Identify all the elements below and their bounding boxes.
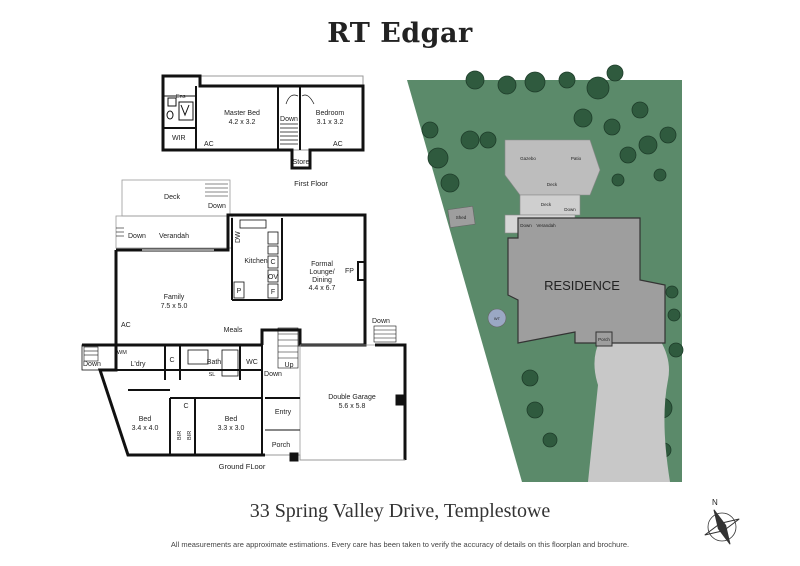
ground-floor-title: Ground FLoor (219, 462, 266, 471)
site-label-deck-2: Deck (541, 202, 552, 207)
label-c-ldry: C (169, 357, 174, 364)
ground-floor-plan (81, 179, 407, 462)
label-f: F (271, 289, 275, 296)
room-label-entry: Entry (275, 409, 292, 416)
stair-label-garage-down: Down (372, 318, 390, 325)
stair-label-down-first: Down (280, 116, 298, 123)
stair-label-up: Up (285, 362, 294, 369)
room-label-porch: Porch (272, 442, 290, 449)
room-size-master-bed: 4.2 x 3.2 (229, 119, 256, 126)
stair-label-ldry-down: Down (83, 361, 101, 368)
room-label-bath: Bath (207, 359, 222, 366)
room-label-double-garage: Double Garage (328, 394, 376, 401)
room-size-family: 7.5 x 5.0 (161, 303, 188, 310)
label-ac-first-1: AC (204, 141, 214, 148)
compass-rose (704, 509, 740, 545)
stair-label-verandah-down: Down (128, 233, 146, 240)
site-label-down-1: Down (564, 207, 576, 212)
room-label-master-bed: Master Bed (224, 110, 260, 117)
room-size-double-garage: 5.6 x 5.8 (339, 403, 366, 410)
site-label-wt: WT (494, 316, 501, 321)
site-label-deck-1: Deck (547, 182, 558, 187)
room-label-ldry: L'dry (131, 361, 146, 368)
label-ac-first-2: AC (333, 141, 343, 148)
room-label-bed-2: Bed (225, 416, 238, 423)
label-fp: FP (345, 268, 354, 275)
label-ov: OV (268, 274, 278, 281)
room-label-family: Family (164, 294, 185, 301)
site-label-shed: Shed (456, 215, 467, 220)
room-label-dining: Dining (312, 277, 332, 284)
site-label-porch: Porch (598, 337, 610, 342)
room-label-wir: WIR (172, 135, 186, 142)
room-label-verandah: Verandah (159, 233, 189, 240)
room-label-meals: Meals (224, 327, 243, 334)
room-label-deck: Deck (164, 194, 180, 201)
label-bir-1: BIR (177, 431, 183, 440)
label-p: P (237, 288, 242, 295)
room-label-wc: WC (246, 359, 258, 366)
site-label-gazebo: Gazebo (520, 156, 536, 161)
label-wm: WM (117, 350, 127, 356)
brand-logo: RT Edgar (327, 18, 473, 49)
compass-north-label: N (712, 498, 718, 507)
room-label-kitchen: Kitchen (244, 258, 267, 265)
label-dw: DW (235, 231, 242, 243)
first-floor-title: First Floor (294, 179, 328, 188)
disclaimer-text: All measurements are approximate estimat… (170, 540, 630, 549)
property-address: 33 Spring Valley Drive, Templestowe (249, 500, 551, 522)
site-label-patio: Patio (571, 156, 582, 161)
room-label-bed-1: Bed (139, 416, 152, 423)
room-label-ens: Ens (176, 94, 186, 100)
site-label-down-2: Down (520, 223, 532, 228)
site-label-residence: RESIDENCE (544, 278, 620, 293)
room-label-store: Store (293, 159, 310, 166)
label-bir-2: BIR (187, 431, 193, 440)
label-c-kitchen: C (270, 259, 275, 266)
room-size-bedroom: 3.1 x 3.2 (317, 119, 344, 126)
first-floor-plan (161, 74, 365, 170)
room-size-bed-1: 3.4 x 4.0 (132, 425, 159, 432)
room-label-formal: Formal (311, 261, 333, 268)
stair-label-deck-down: Down (208, 203, 226, 210)
label-c-bed: C (183, 403, 188, 410)
label-sl: SL (209, 372, 216, 378)
room-label-lounge: Lounge/ (309, 269, 334, 276)
stair-label-down-ground: Down (264, 371, 282, 378)
site-label-verandah: Verandah (536, 223, 556, 228)
site-plan (407, 64, 684, 482)
label-ac-ground: AC (121, 322, 131, 329)
room-label-bedroom: Bedroom (316, 110, 345, 117)
room-size-bed-2: 3.3 x 3.0 (218, 425, 245, 432)
room-size-formal: 4.4 x 6.7 (309, 285, 336, 292)
